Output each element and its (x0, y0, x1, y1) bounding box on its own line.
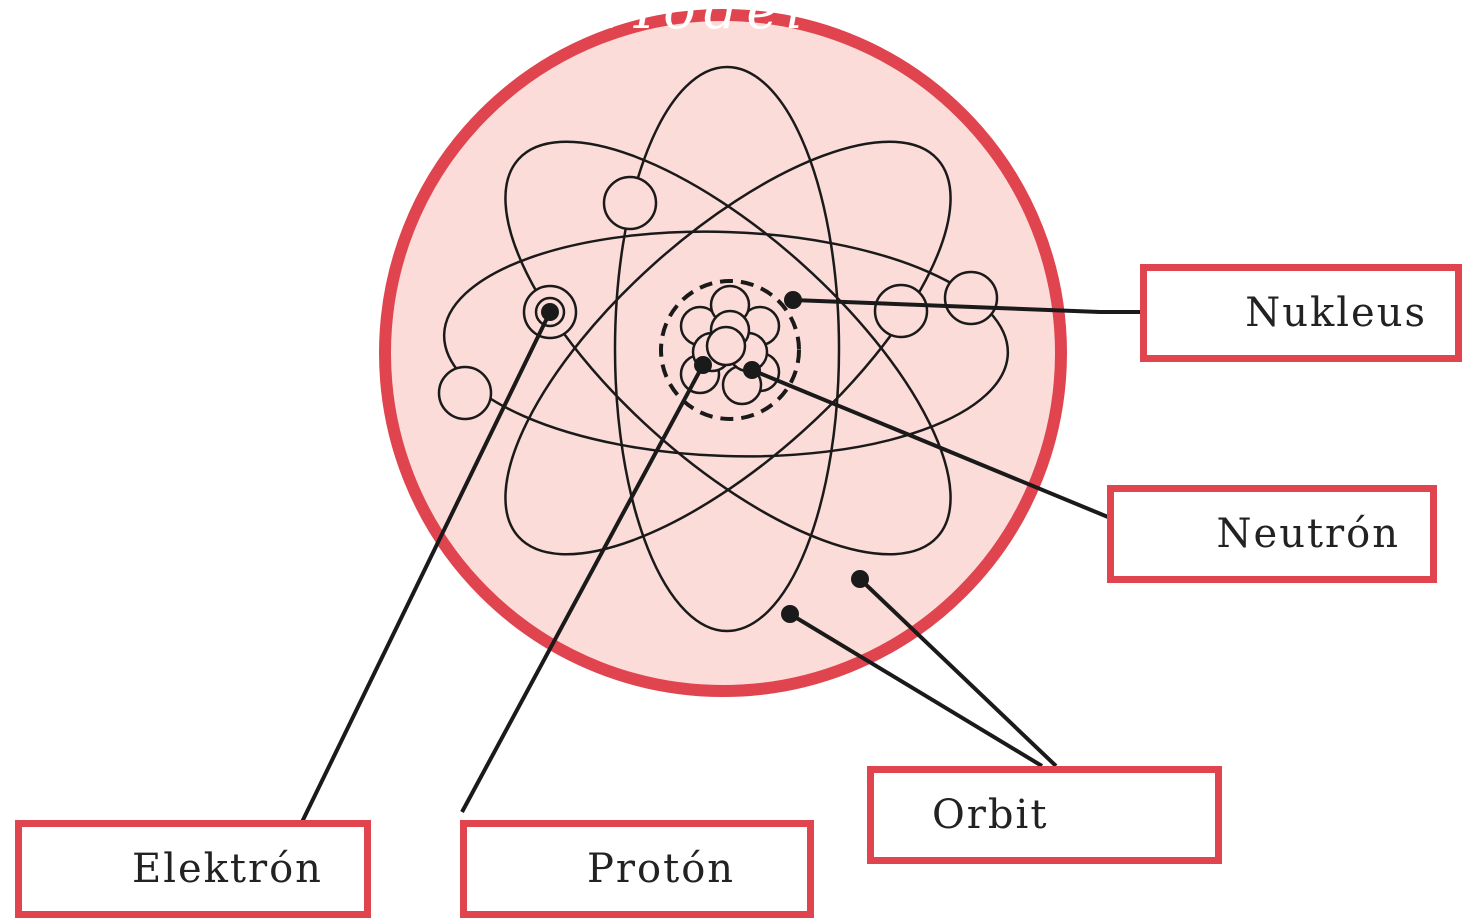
leader-line-orbit-a (788, 612, 1044, 768)
orbit-horizontal (442, 230, 1010, 458)
label-nukleus: Nukleus (1245, 290, 1427, 336)
leader-line-proton (460, 364, 705, 813)
label-box-neutron: Neutrón (1107, 485, 1437, 583)
leader-dots (541, 291, 869, 623)
label-box-orbit: Orbit (867, 766, 1222, 864)
label-neutron: Neutrón (1216, 511, 1400, 557)
orbits (442, 65, 1010, 633)
leader-dot (541, 303, 559, 321)
leader-line-neutron (751, 368, 1109, 519)
leader-dot (784, 291, 802, 309)
orbit-diagonal-a (504, 140, 952, 556)
leader-line-elektron (300, 311, 552, 823)
leader-dot (694, 356, 712, 374)
label-elektron: Elektrón (132, 846, 323, 892)
banner-text: Model atom (599, 0, 1006, 41)
leader-lines (300, 298, 1140, 823)
leader-line-nukleus (792, 298, 1140, 314)
electron (437, 365, 493, 421)
label-orbit: Orbit (932, 792, 1049, 838)
nucleus-dashed-boundary (659, 279, 801, 421)
orbit-vertical (613, 65, 841, 633)
leader-line-orbit-b (858, 577, 1058, 768)
leader-dot (781, 605, 799, 623)
label-box-elektron: Elektrón (15, 820, 371, 918)
electron (602, 175, 658, 231)
leader-dot (851, 570, 869, 588)
nucleon (705, 325, 747, 367)
electrons (437, 175, 999, 421)
orbit-diagonal-b (504, 140, 952, 556)
leader-dot (743, 361, 761, 379)
electron (943, 270, 999, 326)
electron (873, 283, 929, 339)
label-proton: Protón (587, 846, 736, 892)
label-box-nukleus: Nukleus (1140, 264, 1462, 362)
label-box-proton: Protón (460, 820, 814, 918)
